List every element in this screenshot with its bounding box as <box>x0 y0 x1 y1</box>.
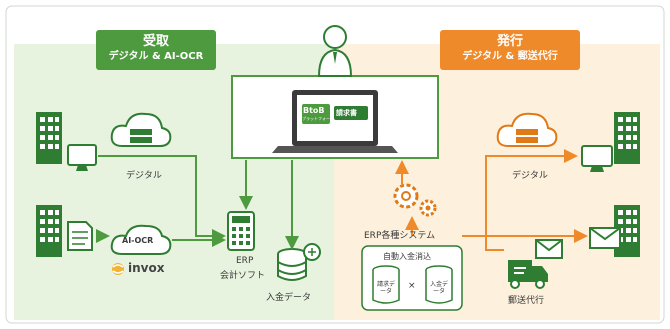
building-icon <box>36 205 62 257</box>
receive-badge: 受取 デジタル & AI-OCR <box>96 30 216 70</box>
delivery-truck-icon <box>508 260 548 289</box>
invoice-data-label: 請求データ <box>376 281 395 295</box>
receive-title: 受取 <box>142 34 169 49</box>
laptop-icon <box>272 90 398 153</box>
calculator-icon <box>227 211 255 251</box>
platform-logo: BtoB <box>303 106 325 115</box>
platform-logo-sub: プラットフォーム <box>302 116 334 121</box>
ai-ocr-label: AI-OCR <box>122 236 154 245</box>
issue-subtitle: デジタル & 郵送代行 <box>462 51 558 62</box>
cloud-server-icon <box>496 112 558 147</box>
deposit-data-label: 入金データ <box>429 281 448 295</box>
mail-agent-label: 郵送代行 <box>508 296 545 306</box>
deposit-data-icon <box>425 265 453 304</box>
erp-systems-label: ERP各種システム <box>364 231 436 241</box>
accounting-software-label: 会計ソフト <box>220 271 266 281</box>
issue-badge: 発行 デジタル & 郵送代行 <box>440 30 580 70</box>
ai-ocr-cloud-icon <box>110 224 172 255</box>
left-digital-label: デジタル <box>126 171 162 181</box>
envelope-icon <box>535 239 563 259</box>
times-symbol: × <box>408 281 416 291</box>
building-icon <box>36 112 62 164</box>
envelope-icon <box>589 227 621 249</box>
deposit-data-label: 入金データ <box>266 293 312 303</box>
issue-title: 発行 <box>496 34 523 49</box>
receive-subtitle: デジタル & AI-OCR <box>108 51 204 62</box>
monitor-icon <box>581 145 613 172</box>
person-icon <box>317 25 353 77</box>
invoice-data-icon <box>372 265 400 304</box>
issue-flow-arrows <box>395 149 588 251</box>
invox-label: invox <box>128 261 165 275</box>
invox-logo <box>112 263 124 275</box>
erp-label: ERP <box>236 256 254 266</box>
database-icon <box>277 243 321 281</box>
document-icon <box>67 221 93 251</box>
cloud-server-icon <box>110 112 172 147</box>
monitor-icon <box>67 144 97 171</box>
right-digital-label: デジタル <box>512 171 548 181</box>
receive-flow-arrows <box>96 155 299 250</box>
gears-icon <box>393 183 437 217</box>
building-icon <box>614 112 640 164</box>
invoice-badge: 請求書 <box>336 109 357 117</box>
auto-reconcile-label: 自動入金消込 <box>383 252 431 261</box>
